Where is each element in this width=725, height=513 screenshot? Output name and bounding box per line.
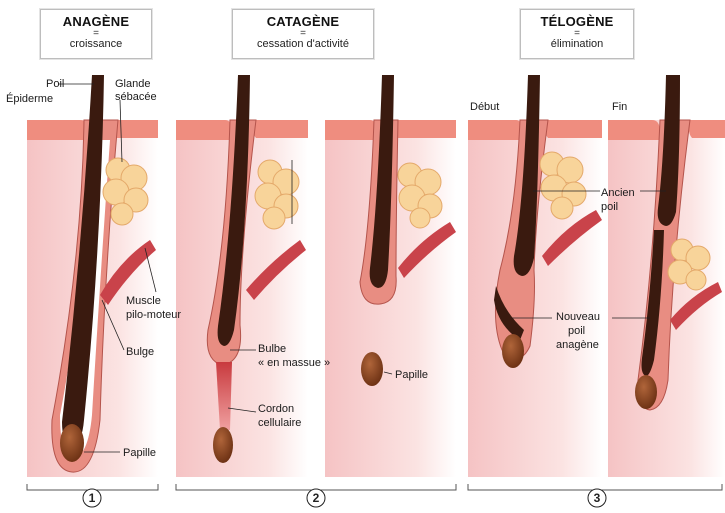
label-glande-1: Glande [115,78,150,90]
label-nouveau-2: poil [568,325,585,337]
epidermis-layer-3a [468,120,522,140]
phase-number-3: 3 [588,489,606,507]
epidermis-layer-2b-b [395,120,456,138]
papilla-2b [361,352,383,386]
phase-equals: = [41,29,151,38]
label-bulbe-2: « en massue » [258,357,330,369]
panel-telogen-a [468,75,602,477]
label-bulbe-1: Bulbe [258,343,286,355]
epidermis-layer-3a-b [544,120,602,138]
label-debut: Début [470,101,499,113]
papilla-3a [502,334,524,368]
phase-description: élimination [521,38,633,51]
phase-header-catagen: CATAGÈNE = cessation d'activité [232,9,374,59]
phase-name: TÉLOGÈNE [521,15,633,29]
epidermis-layer-2b [325,120,378,140]
label-nouveau-3: anagène [556,339,599,351]
panel-anagen [27,75,158,477]
epidermis-layer-2a-b [252,120,308,138]
phase-name: ANAGÈNE [41,15,151,29]
phase-description: croissance [41,38,151,51]
label-epiderme: Épiderme [6,92,53,105]
label-muscle-2: pilo-moteur [126,309,181,321]
phase-header-telogen: TÉLOGÈNE = élimination [520,9,634,59]
label-glande-2: sébacée [115,91,157,103]
epidermis-layer-3b [608,120,660,140]
epidermis-layer-3b-b [688,120,725,138]
label-nouveau-1: Nouveau [556,311,600,323]
phase-description: cessation d'activité [233,38,373,51]
papilla-2a [213,427,233,463]
epidermis-layer-1 [27,120,92,140]
phase-number-3-text: 3 [594,491,601,505]
label-muscle-1: Muscle [126,295,161,307]
label-poil: Poil [46,78,64,90]
phase-number-2: 2 [307,489,325,507]
papilla-3b [635,375,657,409]
phase-brackets [27,484,722,490]
panel-telogen-b [608,75,725,477]
phase-equals: = [521,29,633,38]
papilla-1 [60,424,84,462]
phase-number-1: 1 [83,489,101,507]
label-cordon-2: cellulaire [258,417,301,429]
label-bulge: Bulge [126,346,154,358]
phase-equals: = [233,29,373,38]
panel-catagen-b [325,75,456,477]
phase-name: CATAGÈNE [233,15,373,29]
phase-number-2-text: 2 [313,491,320,505]
epidermis-layer-2a [176,120,232,140]
label-papille-2: Papille [395,369,428,381]
phase-header-anagen: ANAGÈNE = croissance [40,9,152,59]
label-ancien-2: poil [601,201,618,213]
label-ancien-1: Ancien [601,187,635,199]
label-papille-1: Papille [123,447,156,459]
label-cordon-1: Cordon [258,403,294,415]
phase-number-1-text: 1 [89,491,96,505]
label-fin: Fin [612,101,627,113]
